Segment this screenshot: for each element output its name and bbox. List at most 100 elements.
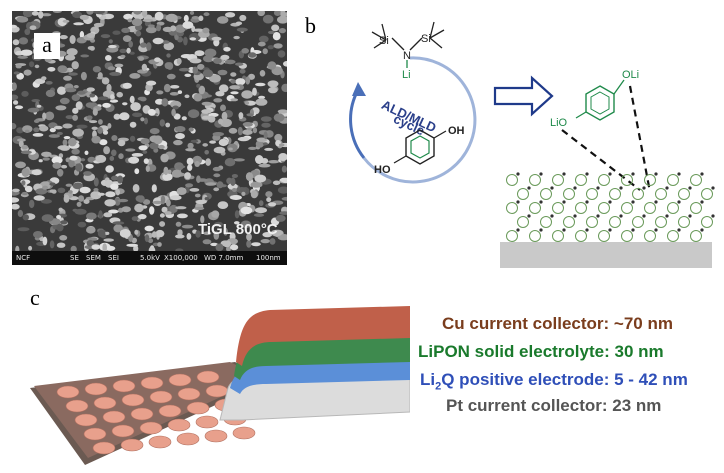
sem-grain: [169, 92, 179, 96]
sem-info-item: X100,000: [164, 254, 198, 262]
lattice-ring: [598, 174, 610, 186]
sem-grain: [220, 104, 226, 112]
sem-grain: [65, 183, 73, 187]
electrode-dot: [112, 379, 136, 393]
group-ho: HO: [374, 164, 391, 176]
sem-grain: [97, 72, 103, 80]
sem-grain: [16, 72, 24, 80]
sem-grain: [246, 113, 254, 117]
sem-grain: [256, 137, 268, 143]
sem-grain: [59, 35, 68, 40]
lattice-ring: [655, 188, 667, 200]
sem-grain: [142, 199, 151, 205]
sem-grain: [40, 199, 52, 204]
sem-grain: [159, 119, 165, 127]
sem-grain: [140, 42, 147, 48]
sem-grain: [267, 80, 279, 88]
sem-grain: [204, 197, 209, 201]
sem-grain: [12, 24, 17, 29]
sem-grain: [240, 206, 253, 215]
sem-grain: [87, 46, 94, 50]
sem-grain: [33, 231, 43, 238]
sem-grain: [153, 135, 163, 145]
sem-grain: [147, 24, 155, 28]
sem-grain: [203, 231, 212, 236]
lattice-ring: [529, 202, 541, 214]
sem-grain: [204, 150, 209, 155]
sem-grain: [57, 145, 69, 150]
lattice-atom: [654, 228, 658, 232]
sem-grain: [41, 13, 52, 17]
sem-grain: [35, 188, 48, 195]
sem-grain: [62, 123, 73, 129]
sem-grain: [269, 238, 276, 245]
sem-grain: [38, 159, 43, 163]
sem-grain: [91, 135, 101, 144]
sem-grain: [190, 139, 199, 143]
electrode-dot: [148, 435, 172, 449]
lattice-ring: [529, 230, 541, 242]
sem-grain: [68, 190, 73, 194]
lattice-ring: [678, 188, 690, 200]
sem-grain: [68, 137, 77, 147]
sem-grain: [14, 105, 24, 110]
sem-grain: [140, 138, 150, 145]
sem-grain: [145, 26, 157, 34]
pt-layer-label: Pt current collector: 23 nm: [446, 396, 662, 415]
sem-grain: [49, 240, 55, 249]
product-molecule: [575, 79, 625, 121]
sem-grain: [246, 127, 253, 131]
lattice-atom: [711, 186, 715, 190]
sem-grain: [167, 169, 172, 174]
sem-grain: [108, 39, 113, 44]
sem-grain: [61, 164, 68, 169]
sem-grain: [105, 165, 114, 173]
sem-grain: [45, 81, 53, 85]
sem-grain: [161, 98, 169, 107]
sem-grain: [58, 207, 63, 212]
sem-grain: [29, 25, 37, 30]
sem-grain: [241, 48, 249, 54]
lattice-ring: [609, 188, 621, 200]
sem-grain: [31, 11, 39, 16]
sem-grain: [201, 109, 212, 114]
sem-grain: [140, 117, 145, 122]
sem-grain: [165, 13, 178, 22]
sem-grain: [260, 116, 272, 122]
panel-b-label: b: [305, 13, 316, 38]
sem-grain: [170, 25, 177, 32]
sem-grain: [245, 172, 254, 182]
sem-grain: [217, 201, 229, 210]
sem-grain: [213, 58, 222, 64]
sem-grain: [151, 231, 157, 238]
sem-grain: [187, 164, 193, 172]
sem-grain: [112, 221, 125, 225]
electrode-dot: [102, 410, 126, 424]
sem-grain: [240, 220, 252, 229]
sem-grain: [267, 45, 274, 50]
sem-grain: [144, 225, 154, 232]
sem-grain: [251, 242, 261, 247]
sem-grain: [42, 112, 47, 120]
sem-grain: [92, 108, 98, 116]
sem-grain: [93, 188, 99, 192]
sem-grain: [212, 166, 222, 172]
sem-grain: [233, 158, 245, 162]
lattice-ring: [586, 188, 598, 200]
li2q-layer-label: Li2Q positive electrode: 5 - 42 nm: [420, 370, 688, 392]
sem-grain: [248, 52, 257, 58]
lattice-atom: [711, 214, 715, 218]
sem-grain: [241, 90, 253, 99]
sem-sample-tag: TiGL 800°C: [198, 221, 278, 238]
sem-grain: [163, 42, 175, 51]
sem-grain: [33, 195, 45, 201]
sem-grain: [12, 94, 19, 101]
sem-grain: [69, 35, 76, 44]
electrode-dot: [186, 401, 210, 415]
sem-grain: [189, 11, 195, 15]
sem-grain: [193, 206, 205, 211]
sem-grain: [21, 144, 29, 150]
sem-grain: [57, 86, 66, 95]
sem-grain: [188, 127, 194, 132]
sem-grain: [248, 73, 255, 80]
